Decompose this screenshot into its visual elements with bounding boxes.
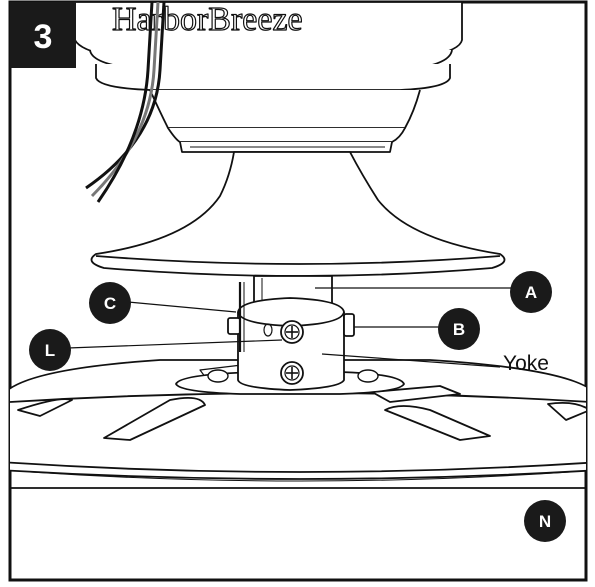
set-screw xyxy=(281,321,303,343)
step-number: 3 xyxy=(34,18,53,56)
yoke-label: Yoke xyxy=(503,352,549,375)
step-badge: 3 xyxy=(10,2,76,68)
callout-l: L xyxy=(29,329,71,371)
callout-a: A xyxy=(510,271,552,313)
callout-b-label: B xyxy=(453,320,465,339)
brand-logo: HarborBreeze xyxy=(112,1,303,38)
callout-n-label: N xyxy=(539,512,551,531)
callout-n: N xyxy=(524,500,566,542)
callout-l-label: L xyxy=(45,341,55,360)
callout-c-label: C xyxy=(104,294,116,313)
yoke-screw xyxy=(281,362,303,384)
callout-c: C xyxy=(89,282,131,324)
callout-b: B xyxy=(438,308,480,350)
callout-a-label: A xyxy=(525,283,537,302)
